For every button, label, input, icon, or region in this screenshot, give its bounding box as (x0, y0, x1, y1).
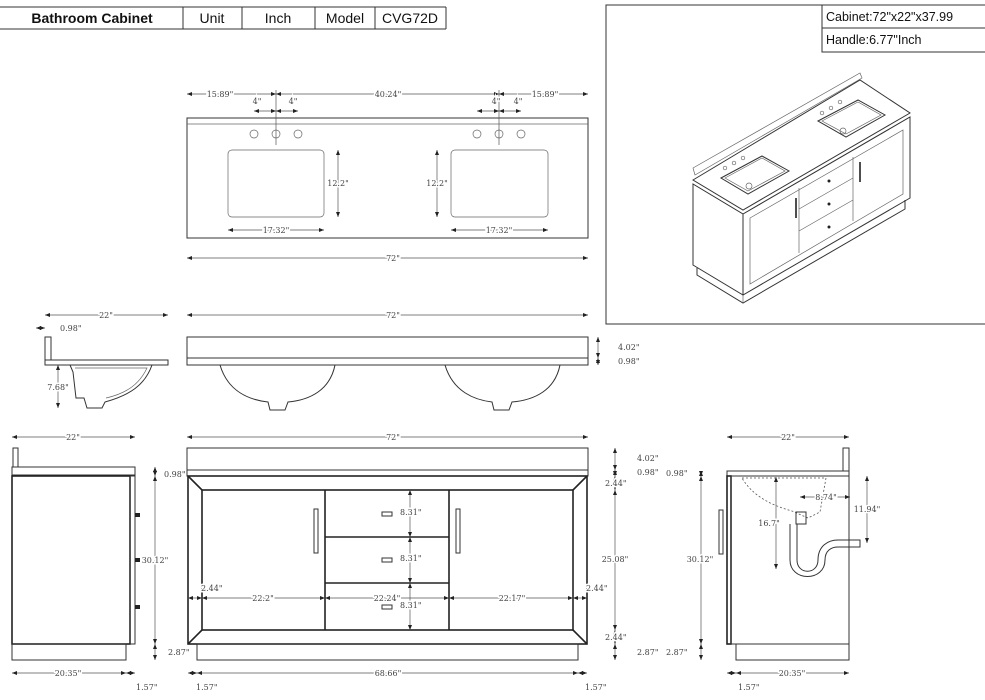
dimension-label: 1.57" (585, 683, 607, 692)
sink-outline-right (450, 149, 549, 218)
dimension-label: 1.57" (196, 683, 218, 692)
dimension-label: 0.98" (637, 468, 659, 477)
dimension-label: 2.87" (666, 648, 688, 657)
dimension-label: 25.08" (602, 555, 629, 564)
dimension-label: 12.2" (426, 179, 448, 188)
door-handle-left (313, 508, 319, 554)
model-value: CVG72D (382, 10, 438, 26)
dimension-label: 2.44" (586, 584, 608, 593)
dimension-label: 4.02" (637, 454, 659, 463)
dimension-label: 8.31" (400, 508, 422, 517)
dimension-label: 0.98" (618, 357, 640, 366)
dimension-label: 22.17" (499, 594, 526, 603)
dimension-label: 0.98" (60, 324, 82, 333)
dimension-label: 2.87" (168, 648, 190, 657)
left-side-view (11, 447, 140, 661)
title-block: Bathroom Cabinet Unit Inch Model CVG72D (0, 6, 447, 30)
drawer-knob (381, 557, 393, 563)
dimension-label: 1.57" (738, 683, 760, 692)
right-side-view (718, 447, 861, 661)
faucet-hole (293, 129, 303, 139)
dimension-label: 17.32" (263, 226, 290, 235)
drain-tailpiece (795, 511, 807, 525)
dimension-label: 2.44" (605, 633, 627, 642)
dimension-label: 1.57" (136, 683, 158, 692)
door-handle (718, 509, 724, 555)
drawer-knob (381, 511, 393, 517)
dimension-label: 0.98" (666, 469, 688, 478)
side-handle (135, 558, 140, 562)
side-handle (135, 513, 140, 517)
dimension-label: 4" (514, 97, 523, 106)
dimension-label: 40.24" (375, 90, 402, 99)
cabinet-size-spec: Cabinet:72"x22"x37.99 (826, 10, 953, 24)
dimension-label: 30.12" (687, 555, 714, 564)
dimension-label: 8.31" (400, 554, 422, 563)
faucet-hole (516, 129, 526, 139)
sink-outline-left (227, 149, 325, 218)
drawer-knob (381, 604, 393, 610)
dimension-label: 22" (66, 433, 80, 442)
dimension-label: 22" (99, 311, 113, 320)
dimension-label: 7.68" (47, 383, 69, 392)
dimension-label: 8.74" (815, 493, 837, 502)
dimension-label: 17.32" (486, 226, 513, 235)
dimension-annotations: 15.89" 40.24" 15.89" 4" 4" 4" 4" 12.2" 12.2" 17.3… (12, 89, 882, 694)
dimension-label: 16.7" (758, 519, 780, 528)
p-trap (789, 524, 861, 577)
dimension-label: 22.2" (252, 594, 274, 603)
front-section-view (186, 336, 589, 411)
dimension-label: 4" (492, 97, 501, 106)
dimension-label: 4.02" (618, 343, 640, 352)
dimension-label: 2.44" (201, 584, 223, 593)
dimension-label: 30.12" (142, 556, 169, 565)
dimension-label: 0.98" (164, 470, 186, 479)
dimension-label: 72" (386, 433, 400, 442)
side-handle (135, 605, 140, 609)
dimension-label: 68.66" (375, 669, 402, 678)
dimension-label: 2.87" (637, 648, 659, 657)
door-handle-right (455, 508, 461, 554)
dimension-label: 20.35" (55, 669, 82, 678)
dimension-label: 20.35" (779, 669, 806, 678)
dimension-label: 15.89" (207, 90, 234, 99)
faucet-hole (249, 129, 259, 139)
model-label: Model (326, 10, 364, 26)
dimension-label: 12.2" (327, 179, 349, 188)
dimension-label: 4" (253, 97, 262, 106)
dimension-label: 72" (386, 254, 400, 263)
dimension-label: 2.44" (605, 479, 627, 488)
handle-size-spec: Handle:6.77"Inch (826, 33, 922, 47)
front-elevation-view (186, 447, 589, 661)
top-view (186, 90, 589, 239)
dimension-label: 22" (781, 433, 795, 442)
dimension-label: 72" (386, 311, 400, 320)
isometric-view: Cabinet:72"x22"x37.99 Handle:6.77"Inch (605, 4, 985, 325)
unit-label: Unit (200, 10, 225, 26)
isometric-cabinet (692, 72, 911, 304)
faucet-hole (472, 129, 482, 139)
side-section-view (44, 336, 169, 409)
unit-value: Inch (265, 10, 291, 26)
dimension-label: 8.31" (400, 601, 422, 610)
dimension-label: 15.89" (532, 90, 559, 99)
dimension-label: 11.94" (854, 505, 881, 514)
dimension-label: 22.24" (374, 594, 401, 603)
drawing-title: Bathroom Cabinet (31, 10, 153, 26)
dimension-label: 4" (289, 97, 298, 106)
